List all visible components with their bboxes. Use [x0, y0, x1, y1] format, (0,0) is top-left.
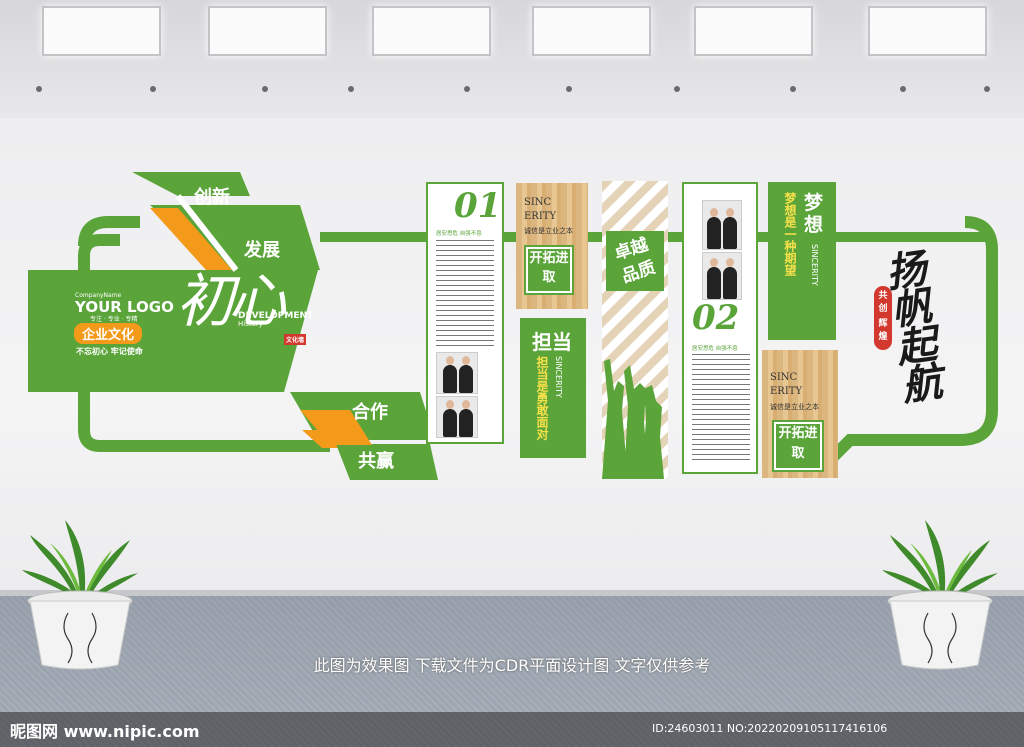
spotlight-icon — [464, 86, 470, 92]
sincerity-caption: 诚信是立业之本 — [770, 403, 819, 411]
heading-development: 发展 — [244, 240, 280, 261]
dream-panel: 梦想 梦想是一种期望 SINCERITY — [768, 182, 836, 340]
team-photo — [702, 252, 742, 300]
spotlight-icon — [566, 86, 572, 92]
heading-innovation: 创新 — [194, 187, 230, 208]
sincerity-title-b: ERITY — [770, 386, 803, 397]
seal-line: 辉煌 — [878, 319, 888, 342]
panel-02: 02 居安思危 自强不息 — [682, 182, 758, 474]
logo-tagline: 专注 · 专业 · 专精 — [90, 316, 138, 323]
potted-plant-left — [22, 520, 138, 670]
culture-seal: 文化墙 — [284, 334, 307, 345]
ceiling-light — [532, 6, 651, 56]
responsibility-vertical-cn: 担当是勇敢面对 — [535, 356, 549, 440]
sincerity-title-a: SINC — [524, 197, 552, 208]
pioneer-badge: 开拓进取 — [524, 245, 574, 295]
responsibility-title: 担当 — [532, 330, 572, 354]
sincerity-wood-panel: SINC ERITY 诚信是立业之本 开拓进取 — [516, 183, 588, 309]
sincerity-wood-panel: SINC ERITY 诚信是立业之本 开拓进取 — [762, 350, 838, 478]
panel-caption: 居安思危 自强不息 — [436, 231, 482, 237]
ceiling — [0, 0, 1024, 118]
panel-number: 02 — [692, 298, 740, 338]
heading-win-win: 共赢 — [358, 451, 394, 472]
development-label: DEVELOPMENT — [238, 311, 314, 321]
panel-01: 01 居安思危 自强不息 — [426, 182, 504, 444]
pioneer-badge: 开拓进取 — [772, 420, 824, 472]
history-label: History — [238, 320, 263, 328]
dream-title: 梦想 — [804, 192, 824, 236]
company-name: CompanyName — [75, 292, 122, 299]
ceiling-light — [372, 6, 491, 56]
team-photo — [436, 352, 478, 394]
team-photo — [436, 396, 478, 438]
ceiling-light — [42, 6, 161, 56]
culture-title: 企业文化 — [74, 323, 143, 344]
seal-line: 共创 — [878, 291, 888, 314]
ceiling-light — [208, 6, 327, 56]
watermark-id: ID:24603011 NO:20220209105117416106 — [652, 722, 888, 735]
ceiling-light — [694, 6, 813, 56]
panel-number: 01 — [454, 186, 502, 226]
watermark-bar — [0, 712, 1024, 747]
spotlight-icon — [150, 86, 156, 92]
spotlight-icon — [348, 86, 354, 92]
wall-skirting — [0, 590, 1024, 598]
text-lines — [692, 354, 750, 462]
heading-cooperation: 合作 — [352, 402, 388, 423]
spotlight-icon — [674, 86, 680, 92]
cheering-people-silhouette — [602, 359, 664, 479]
spotlight-icon — [790, 86, 796, 92]
spotlight-icon — [984, 86, 990, 92]
motto: 不忘初心 牢记使命 — [76, 347, 143, 356]
left-banner-shape — [28, 172, 438, 480]
responsibility-panel: 担当 SINCERITY 担当是勇敢面对 — [520, 318, 586, 458]
disclaimer-notice: 此图为效果图 下载文件为CDR平面设计图 文字仅供参考 — [313, 656, 711, 675]
team-photo — [702, 200, 742, 250]
excellence-panel: 卓越品质 — [602, 181, 668, 479]
sincerity-title-b: ERITY — [524, 211, 557, 222]
success-seal: 共创 辉煌 — [874, 286, 892, 350]
spotlight-icon — [262, 86, 268, 92]
calligraphy-initial-heart: 初心 — [176, 267, 286, 335]
excellence-frame — [606, 231, 664, 291]
spotlight-icon — [900, 86, 906, 92]
logo-text: YOUR LOGO — [75, 298, 174, 316]
sincerity-title-a: SINC — [770, 372, 798, 383]
text-lines — [436, 240, 494, 348]
dream-vertical-en: SINCERITY — [810, 244, 819, 286]
potted-plant-right — [882, 520, 998, 670]
responsibility-vertical-en: SINCERITY — [554, 356, 563, 398]
panel-caption: 居安思危 自强不息 — [692, 346, 738, 352]
ceiling-light — [868, 6, 987, 56]
spotlight-icon — [36, 86, 42, 92]
dream-vertical-cn: 梦想是一种期望 — [783, 192, 797, 276]
sincerity-caption: 诚信是立业之本 — [524, 227, 573, 235]
watermark-site[interactable]: 昵图网 www.nipic.com — [10, 722, 200, 741]
